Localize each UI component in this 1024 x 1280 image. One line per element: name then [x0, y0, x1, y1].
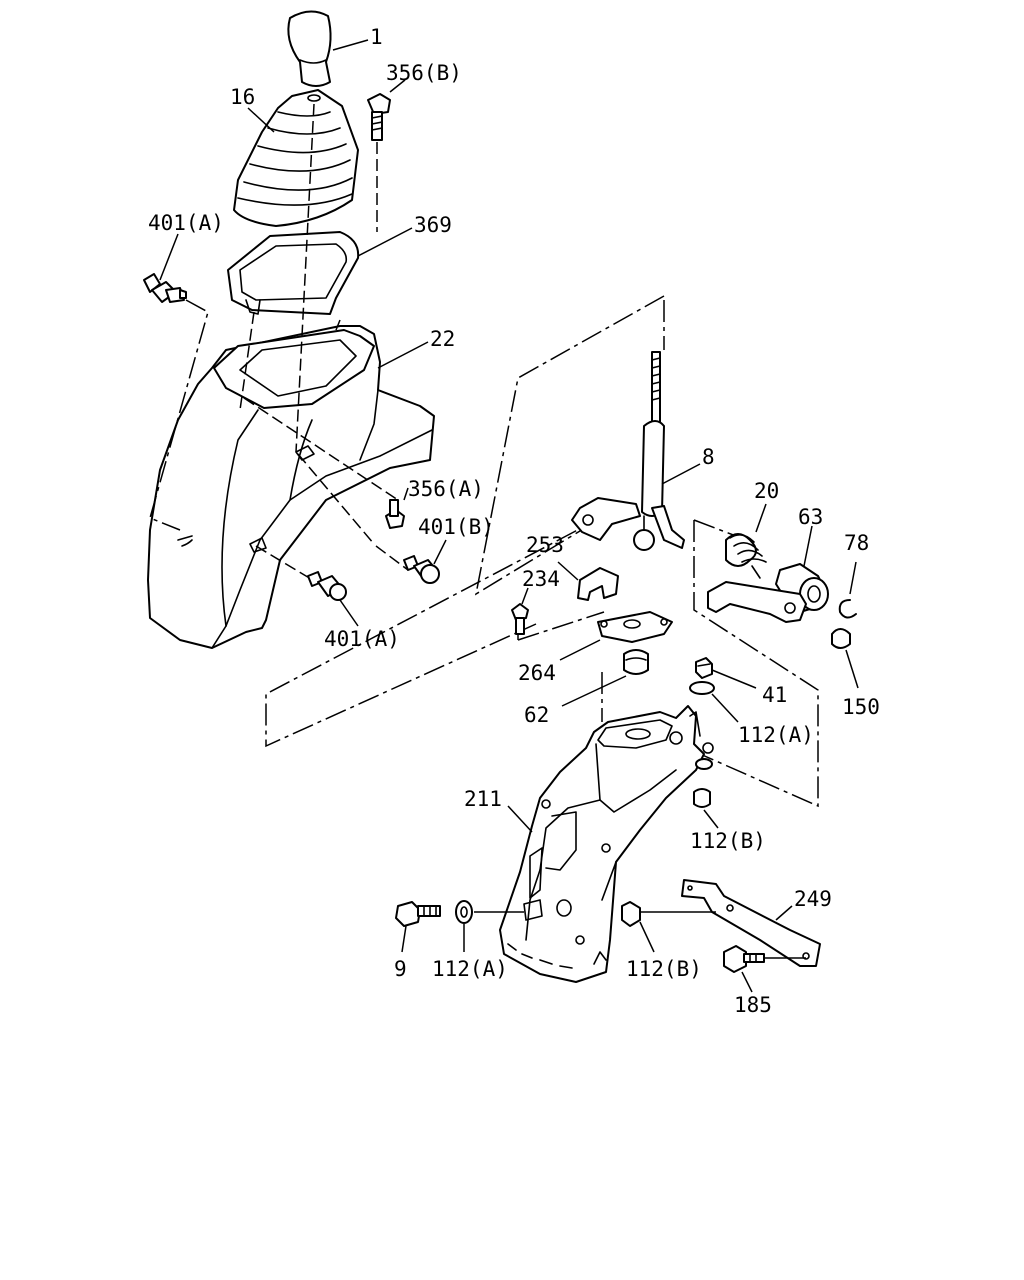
dash-356a [243, 397, 399, 501]
label-112b-bottom: 112(B) [626, 957, 702, 981]
label-112b-right: 112(B) [690, 829, 766, 853]
select-lever [707, 581, 807, 623]
leader-401a-top [159, 233, 179, 281]
label-78: 78 [844, 531, 869, 555]
label-249: 249 [794, 887, 832, 911]
chain-lower [265, 513, 609, 748]
shift-knob [287, 10, 332, 87]
label-253: 253 [526, 533, 564, 557]
leader-356a [403, 487, 409, 501]
bolt-234 [511, 603, 529, 635]
dash-401b [297, 453, 375, 545]
label-211: 211 [464, 787, 502, 811]
leader-249 [775, 905, 793, 921]
spring [725, 533, 767, 579]
label-234: 234 [522, 567, 560, 591]
leader-211 [507, 805, 533, 833]
label-22: 22 [430, 327, 455, 351]
chain-right-top [693, 519, 737, 537]
label-1: 1 [370, 25, 383, 49]
screw-356a [385, 499, 405, 529]
label-62: 62 [524, 703, 549, 727]
leader-1 [332, 39, 369, 51]
dash-center [295, 103, 315, 453]
leader-356b [389, 79, 406, 93]
label-264: 264 [518, 661, 556, 685]
leader-234 [521, 587, 529, 605]
dash-frame-right [335, 319, 341, 331]
label-401a-top: 401(A) [148, 211, 224, 235]
leader-253 [557, 561, 579, 581]
leader-9 [401, 925, 407, 953]
clip-401b [403, 555, 440, 584]
label-41: 41 [762, 683, 787, 707]
chain-upper [474, 295, 665, 596]
label-20: 20 [754, 479, 779, 503]
trim-frame [227, 231, 360, 315]
shift-lever [571, 351, 685, 551]
label-63: 63 [798, 505, 823, 529]
label-150: 150 [842, 695, 880, 719]
label-369: 369 [414, 213, 452, 237]
bushing-112b-bottom [621, 901, 641, 927]
leader-369 [357, 227, 413, 257]
leader-62 [561, 675, 627, 707]
bushing-112b-right [693, 788, 711, 808]
leader-41 [711, 669, 757, 689]
leader-112b-right [703, 809, 719, 829]
chain-264 [517, 611, 605, 641]
leader-63 [803, 525, 813, 567]
leader-401a-bottom [339, 599, 359, 627]
label-401b: 401(B) [418, 515, 494, 539]
leader-112b-bottom [639, 921, 655, 953]
bushing-150 [831, 628, 851, 649]
chain-right [693, 520, 819, 808]
leader-22 [377, 341, 429, 369]
bracket-253 [577, 567, 619, 601]
bracket-249 [681, 879, 821, 967]
bolt-9 [395, 901, 441, 927]
leader-16 [247, 107, 275, 133]
leader-8 [661, 463, 701, 485]
clip-401a-top [143, 273, 187, 303]
dash-401a-bottom [255, 545, 317, 583]
leader-264 [559, 639, 601, 661]
nut-41 [695, 657, 713, 679]
chain-401a-top [149, 299, 209, 531]
leader-185 [741, 971, 753, 993]
leader-78 [849, 561, 857, 595]
label-112a-bottom: 112(A) [432, 957, 508, 981]
washer-112a-right [689, 681, 715, 695]
grommet-62 [623, 649, 649, 675]
label-185: 185 [734, 993, 772, 1017]
dash-401b-b [375, 545, 409, 571]
bolt-356b [367, 93, 391, 141]
leader-150 [845, 649, 859, 689]
e-clip [838, 599, 857, 619]
label-16: 16 [230, 85, 255, 109]
label-356b: 356(B) [386, 61, 462, 85]
label-401a-bottom: 401(A) [324, 627, 400, 651]
clip-401a-bottom [307, 571, 347, 601]
label-112a-right: 112(A) [738, 723, 814, 747]
washer-112a-bottom [455, 900, 473, 924]
leader-401b [433, 539, 447, 565]
bolt-185 [723, 945, 765, 973]
leader-20 [755, 503, 767, 533]
label-9: 9 [394, 957, 407, 981]
label-356a: 356(A) [408, 477, 484, 501]
shifter-base [499, 705, 714, 983]
plate-264 [597, 611, 673, 643]
leader-112a-right [711, 693, 739, 723]
label-8: 8 [702, 445, 715, 469]
shift-boot [233, 89, 359, 227]
